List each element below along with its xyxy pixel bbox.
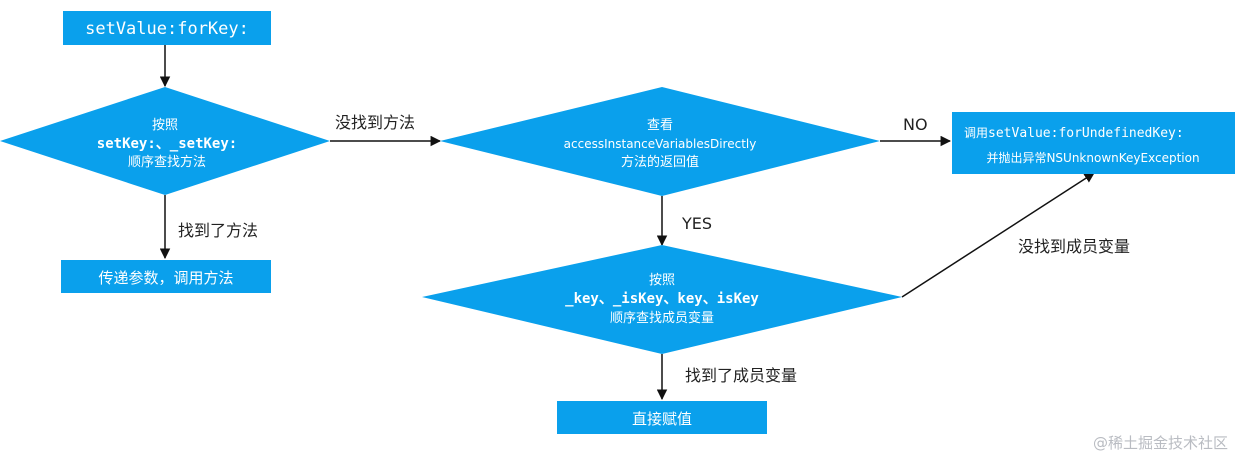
node-undefined-key: 调用setValue:forUndefinedKey: 并抛出异常NSUnkno… — [952, 112, 1235, 174]
edge-label-method-not-found: 没找到方法 — [335, 113, 415, 132]
node-start-label: setValue:forKey: — [85, 19, 249, 39]
node-undefined-key-line2: 并抛出异常NSUnknownKeyException — [986, 150, 1199, 165]
node-assign-value-label: 直接赋值 — [632, 410, 692, 428]
node-check-access-line2: accessInstanceVariablesDirectly — [564, 137, 757, 151]
edge-label-ivar-not-found: 没找到成员变量 — [1018, 237, 1130, 256]
node-undefined-key-code: setValue:forUndefinedKey: — [988, 126, 1184, 141]
node-undefined-key-prefix: 调用 — [964, 126, 988, 140]
node-check-ivars: 按照 _key、_isKey、key、isKey 顺序查找成员变量 — [422, 245, 902, 354]
node-check-setter-line3: 顺序查找方法 — [128, 154, 206, 170]
watermark: @稀土掘金技术社区 — [1093, 434, 1228, 452]
node-call-method-label: 传递参数，调用方法 — [98, 269, 233, 287]
node-call-method: 传递参数，调用方法 — [61, 260, 271, 293]
node-check-access-line3: 方法的返回值 — [621, 154, 699, 170]
edge-label-yes: YES — [681, 214, 712, 233]
node-check-setter: 按照 setKey:、_setKey: 顺序查找方法 — [0, 87, 330, 195]
edge-label-found-ivar: 找到了成员变量 — [685, 366, 797, 385]
node-check-ivars-line1: 按照 — [649, 273, 675, 288]
node-check-ivars-line3: 顺序查找成员变量 — [610, 310, 714, 326]
edges — [159, 45, 1095, 401]
node-start: setValue:forKey: — [63, 11, 271, 45]
node-check-setter-line1: 按照 — [152, 118, 178, 133]
edge-label-found-method: 找到了方法 — [178, 221, 258, 240]
node-assign-value: 直接赋值 — [557, 401, 767, 434]
edge-label-no: NO — [903, 115, 928, 134]
edge-check-ivars-to-undefined-key — [901, 172, 1095, 298]
node-undefined-key-line1: 调用setValue:forUndefinedKey: — [964, 126, 1184, 141]
node-check-ivars-line2: _key、_isKey、key、isKey — [565, 291, 759, 307]
node-check-access-line1: 查看 — [647, 117, 673, 133]
node-check-setter-line2: setKey:、_setKey: — [97, 136, 237, 152]
node-check-access: 查看 accessInstanceVariablesDirectly 方法的返回… — [440, 87, 880, 196]
